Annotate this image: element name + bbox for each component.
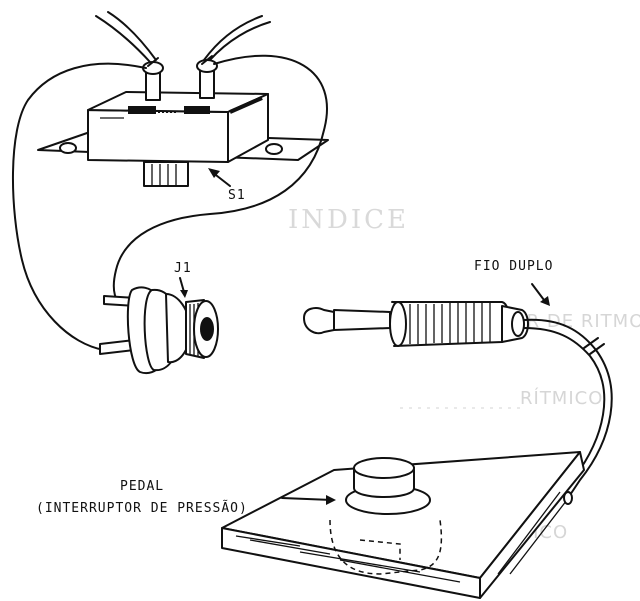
- label-j1: J1: [174, 261, 192, 276]
- label-fio-duplo: FIO DUPLO: [474, 259, 553, 274]
- label-pedal: PEDAL: [120, 479, 164, 494]
- ghost-line-2: RÍTMICO: [520, 387, 603, 409]
- switch-wires: [11, 11, 328, 351]
- switch-s1: S1: [37, 55, 329, 203]
- ghost-title: INDICE: [288, 205, 409, 235]
- plug: [303, 301, 529, 347]
- double-wire-cable: FIO DUPLO: [474, 259, 613, 499]
- label-pedal-subtitle: (INTERRUPTOR DE PRESSÃO): [36, 500, 248, 516]
- jack-j1: J1: [99, 261, 219, 375]
- label-s1: S1: [228, 188, 246, 203]
- pedal-switch: PEDAL (INTERRUPTOR DE PRESSÃO): [36, 451, 585, 599]
